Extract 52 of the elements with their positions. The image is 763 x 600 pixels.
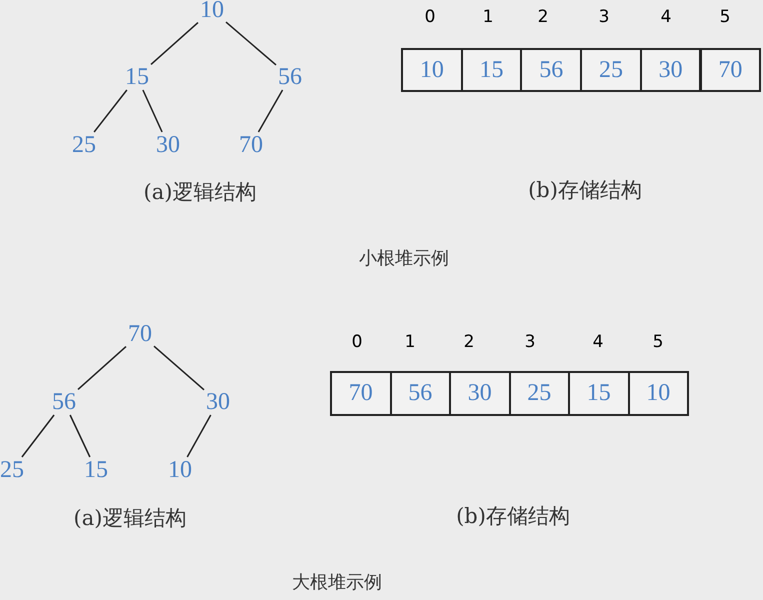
array-cell: 56	[520, 48, 582, 92]
tree-edge	[258, 90, 284, 132]
array-index: 2	[538, 7, 548, 27]
array-cell: 56	[390, 371, 451, 416]
tree-node-value: 70	[237, 132, 265, 158]
caption: (a)逻辑结构	[144, 179, 256, 206]
array-cell: 10	[628, 371, 689, 416]
array-cell: 15	[568, 371, 630, 416]
array-index: 3	[524, 332, 536, 352]
array-index: 1	[404, 332, 416, 352]
array-index: 2	[464, 332, 474, 352]
array-cell: 70	[700, 48, 762, 92]
array-cell: 25	[508, 371, 570, 416]
tree-node-value: 10	[166, 457, 194, 483]
tree-edge	[94, 90, 128, 132]
tree-node-value: 30	[204, 389, 232, 415]
array-index: 5	[720, 7, 730, 27]
array-index: 3	[598, 7, 610, 27]
tree-node-value: 56	[50, 389, 78, 415]
tree-edge	[21, 414, 55, 458]
caption: (b)存储结构	[528, 177, 642, 204]
tree-node-value: 25	[0, 457, 26, 483]
tree-node-value: 25	[70, 132, 98, 158]
array-cell: 10	[401, 48, 463, 92]
tree-edge	[78, 346, 126, 390]
array-cell: 70	[330, 371, 392, 416]
example-title: 小根堆示例	[359, 247, 449, 270]
tree-edge	[226, 21, 276, 66]
array-index: 0	[352, 332, 362, 352]
tree-node-value: 56	[276, 64, 304, 90]
array-index: 0	[424, 7, 436, 27]
tree-edge	[142, 90, 163, 132]
tree-edge	[154, 346, 204, 390]
caption: (a)逻辑结构	[74, 505, 186, 532]
array-index: 4	[592, 332, 604, 352]
tree-edge	[186, 414, 212, 458]
array-index: 5	[652, 332, 664, 352]
tree-edge	[150, 22, 198, 66]
array-cell: 30	[449, 371, 510, 416]
example-title: 大根堆示例	[292, 571, 382, 594]
tree-node-value: 15	[82, 457, 110, 483]
array-cell: 30	[640, 48, 702, 92]
array-cell: 25	[580, 48, 642, 92]
array-index: 4	[660, 7, 672, 27]
tree-node-value: 15	[123, 64, 151, 90]
array-index: 1	[482, 7, 494, 27]
array-cell: 15	[460, 48, 522, 92]
tree-node-value: 30	[154, 132, 182, 158]
tree-node-value: 10	[198, 0, 226, 23]
caption: (b)存储结构	[456, 503, 570, 530]
tree-edge	[69, 414, 91, 458]
tree-node-value: 70	[126, 321, 154, 347]
